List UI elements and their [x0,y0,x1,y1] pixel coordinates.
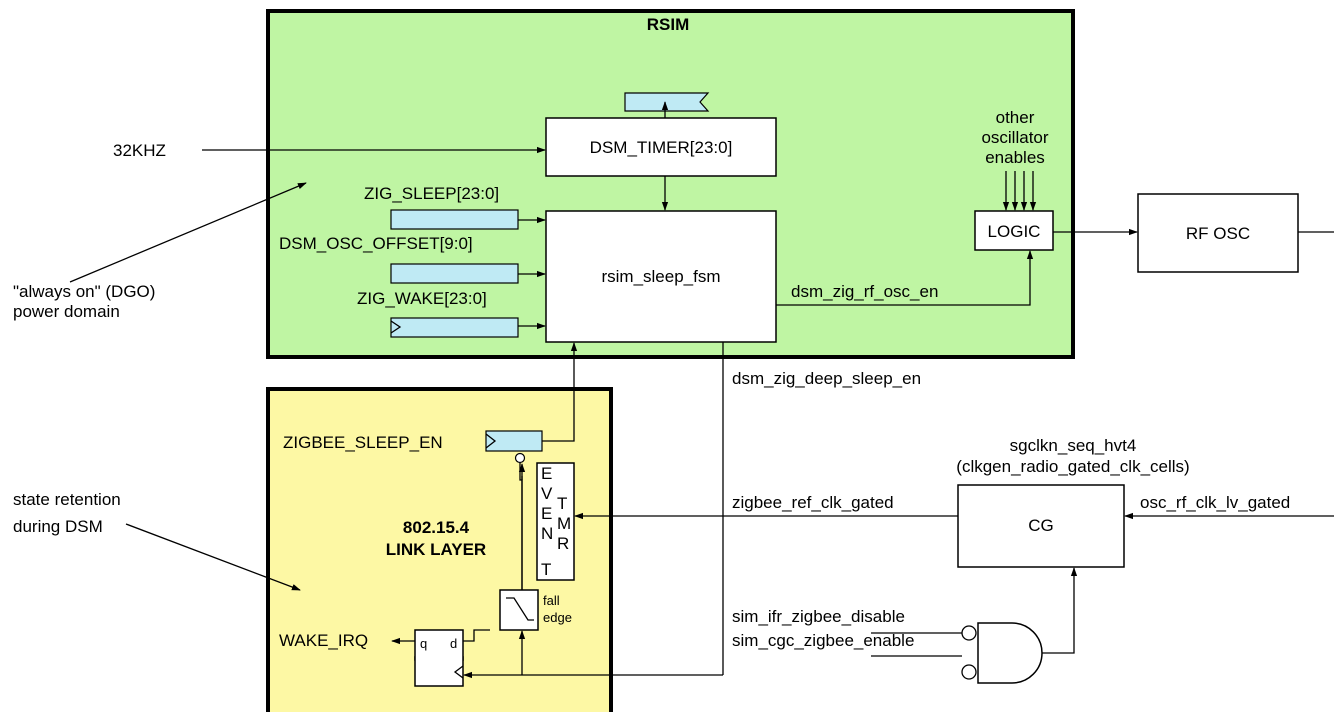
event-letter: T [541,560,551,579]
dsm-timer-box [545,117,777,177]
zig-wake-register [390,317,519,338]
zigbee-ref-clk-label: zigbee_ref_clk_gated [732,493,894,512]
event-timer-box [536,462,575,581]
zig-sleep-label: ZIG_SLEEP[23:0] [364,184,499,203]
link-layer-title-2: LINK LAYER [386,540,486,559]
event-letter: N [541,524,553,543]
dsm-osc-offset-label: DSM_OSC_OFFSET[9:0] [279,234,473,253]
dsm-zig-rf-osc-en-label: dsm_zig_rf_osc_en [791,282,938,301]
other-osc-label-2: oscillator [981,128,1048,147]
tmr-letter: R [557,534,569,553]
cg-cell-label-2: (clkgen_radio_gated_clk_cells) [956,457,1189,476]
other-osc-label-1: other [996,108,1035,127]
enable-invert-bubble [961,664,977,680]
fall-edge-detector [499,589,539,631]
state-retention-label-1: state retention [13,490,121,509]
logic-label: LOGIC [988,222,1041,241]
ff-d-label: d [450,636,457,651]
other-osc-label-3: enables [985,148,1045,167]
event-letter: E [541,504,552,523]
cgc-enable-label: sim_cgc_zigbee_enable [732,631,914,650]
wake-irq-label: WAKE_IRQ [279,631,368,650]
cg-box [957,484,1125,568]
deep-sleep-label: dsm_zig_deep_sleep_en [732,369,921,388]
always-on-label-1: "always on" (DGO) [13,282,155,301]
zigbee-sleep-en-label: ZIGBEE_SLEEP_EN [283,433,443,452]
fall-edge-label-1: fall [543,593,560,608]
event-letter: E [541,464,552,483]
osc-rf-clk-label: osc_rf_clk_lv_gated [1140,493,1290,512]
dsm-timer-label: DSM_TIMER[23:0] [590,138,733,157]
dsm-osc-offset-register [390,263,519,284]
event-letters: E V E N T [541,464,553,579]
link-layer-title-1: 802.15.4 [403,518,470,537]
fall-edge-label-2: edge [543,610,572,625]
rsim-sleep-fsm-box [545,210,777,343]
rf-osc-box [1137,193,1299,273]
register-reset-bubble [514,452,526,464]
and-gate [977,622,1043,684]
dsm-timer-register [624,92,710,112]
tmr-letter: M [557,514,571,533]
ifr-disable-label: sim_ifr_zigbee_disable [732,607,905,626]
always-on-label-2: power domain [13,302,120,321]
state-retention-label-2: during DSM [13,517,103,536]
rsim-sleep-fsm-label: rsim_sleep_fsm [601,267,720,286]
tmr-letters: T M R [557,494,571,553]
zig-sleep-register [390,209,519,230]
ff-q-label: q [420,636,427,651]
tmr-letter: T [557,494,567,513]
cg-cell-label-1: sgclkn_seq_hvt4 [1010,436,1137,455]
zig-wake-label: ZIG_WAKE[23:0] [357,289,487,308]
event-letter: V [541,484,553,503]
rsim-title: RSIM [647,15,690,34]
clock-32khz-label: 32KHZ [113,141,166,160]
cg-label: CG [1028,516,1054,535]
rf-osc-label: RF OSC [1186,224,1250,243]
logic-box [974,210,1054,251]
disable-invert-bubble [961,625,977,641]
